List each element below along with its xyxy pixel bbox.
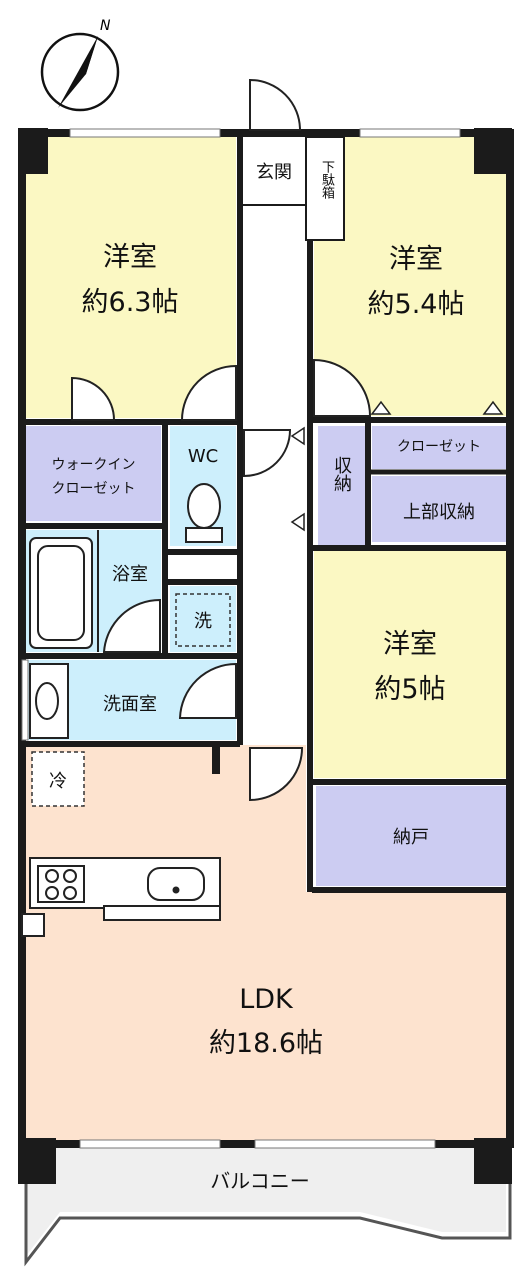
upper-storage-label: 上部収納 <box>403 502 475 523</box>
bathroom-label: 浴室 <box>112 564 148 585</box>
room1-door-a <box>71 376 116 421</box>
balcony-railing <box>24 1146 512 1267</box>
compass: N <box>40 18 120 112</box>
washer-label: 洗 <box>194 611 212 632</box>
shoe-box-label: 下駄箱 <box>319 160 334 199</box>
washer-area <box>170 586 236 652</box>
ldk-area <box>26 745 506 1140</box>
room2-door <box>313 358 372 417</box>
fridge-box <box>31 751 85 807</box>
compass-north-label: N <box>100 18 111 34</box>
western-room-3-size: 約5帖 <box>374 674 446 705</box>
entrance-label: 玄関 <box>256 162 292 183</box>
ldk-door <box>249 747 304 802</box>
western-room-3-name: 洋室 <box>383 629 437 660</box>
windows <box>21 128 461 1149</box>
western-room-1-name: 洋室 <box>103 242 157 273</box>
ldk-size: 約18.6帖 <box>208 1028 324 1059</box>
wash-door <box>178 662 237 719</box>
storage-area <box>318 426 366 546</box>
front-door <box>249 78 302 131</box>
entrance-area <box>240 137 310 205</box>
closet-area <box>372 426 506 469</box>
wc-door <box>243 429 292 478</box>
pipe-space <box>21 913 45 937</box>
closet-label: クローゼット <box>397 439 481 455</box>
closet-markers <box>290 400 504 532</box>
room1-door-b <box>180 364 237 421</box>
kitchen-counter <box>29 857 221 921</box>
bath-door <box>102 598 161 653</box>
washbasin-icon <box>29 663 69 739</box>
western-room-1-area <box>26 137 236 418</box>
fridge-label: 冷 <box>49 771 67 792</box>
upper-storage-area <box>372 476 506 542</box>
western-room-2-name: 洋室 <box>389 244 443 275</box>
doors <box>71 78 372 802</box>
nando-label: 納戸 <box>393 827 429 848</box>
western-room-3-area <box>314 550 506 778</box>
wc-label: WC <box>187 446 219 467</box>
walk-in-closet-label-2: クローゼット <box>51 481 136 497</box>
western-room-1-size: 約6.3帖 <box>81 287 179 318</box>
balcony-label: バルコニー <box>210 1169 310 1193</box>
walk-in-closet-label-1: ウォークイン <box>51 457 136 473</box>
columns <box>18 128 512 1184</box>
bathtub <box>29 537 93 649</box>
nando-area <box>316 786 506 886</box>
walk-in-closet-area <box>26 426 161 521</box>
ldk-name: LDK <box>239 984 293 1015</box>
western-room-2-size: 約5.4帖 <box>367 289 465 320</box>
balcony-area <box>26 1146 506 1256</box>
washer-box <box>175 593 231 647</box>
storage-label: 収納 <box>331 456 352 492</box>
toilet-icon <box>185 483 223 543</box>
north-arrow-icon <box>58 36 98 108</box>
washroom-label: 洗面室 <box>103 694 157 715</box>
